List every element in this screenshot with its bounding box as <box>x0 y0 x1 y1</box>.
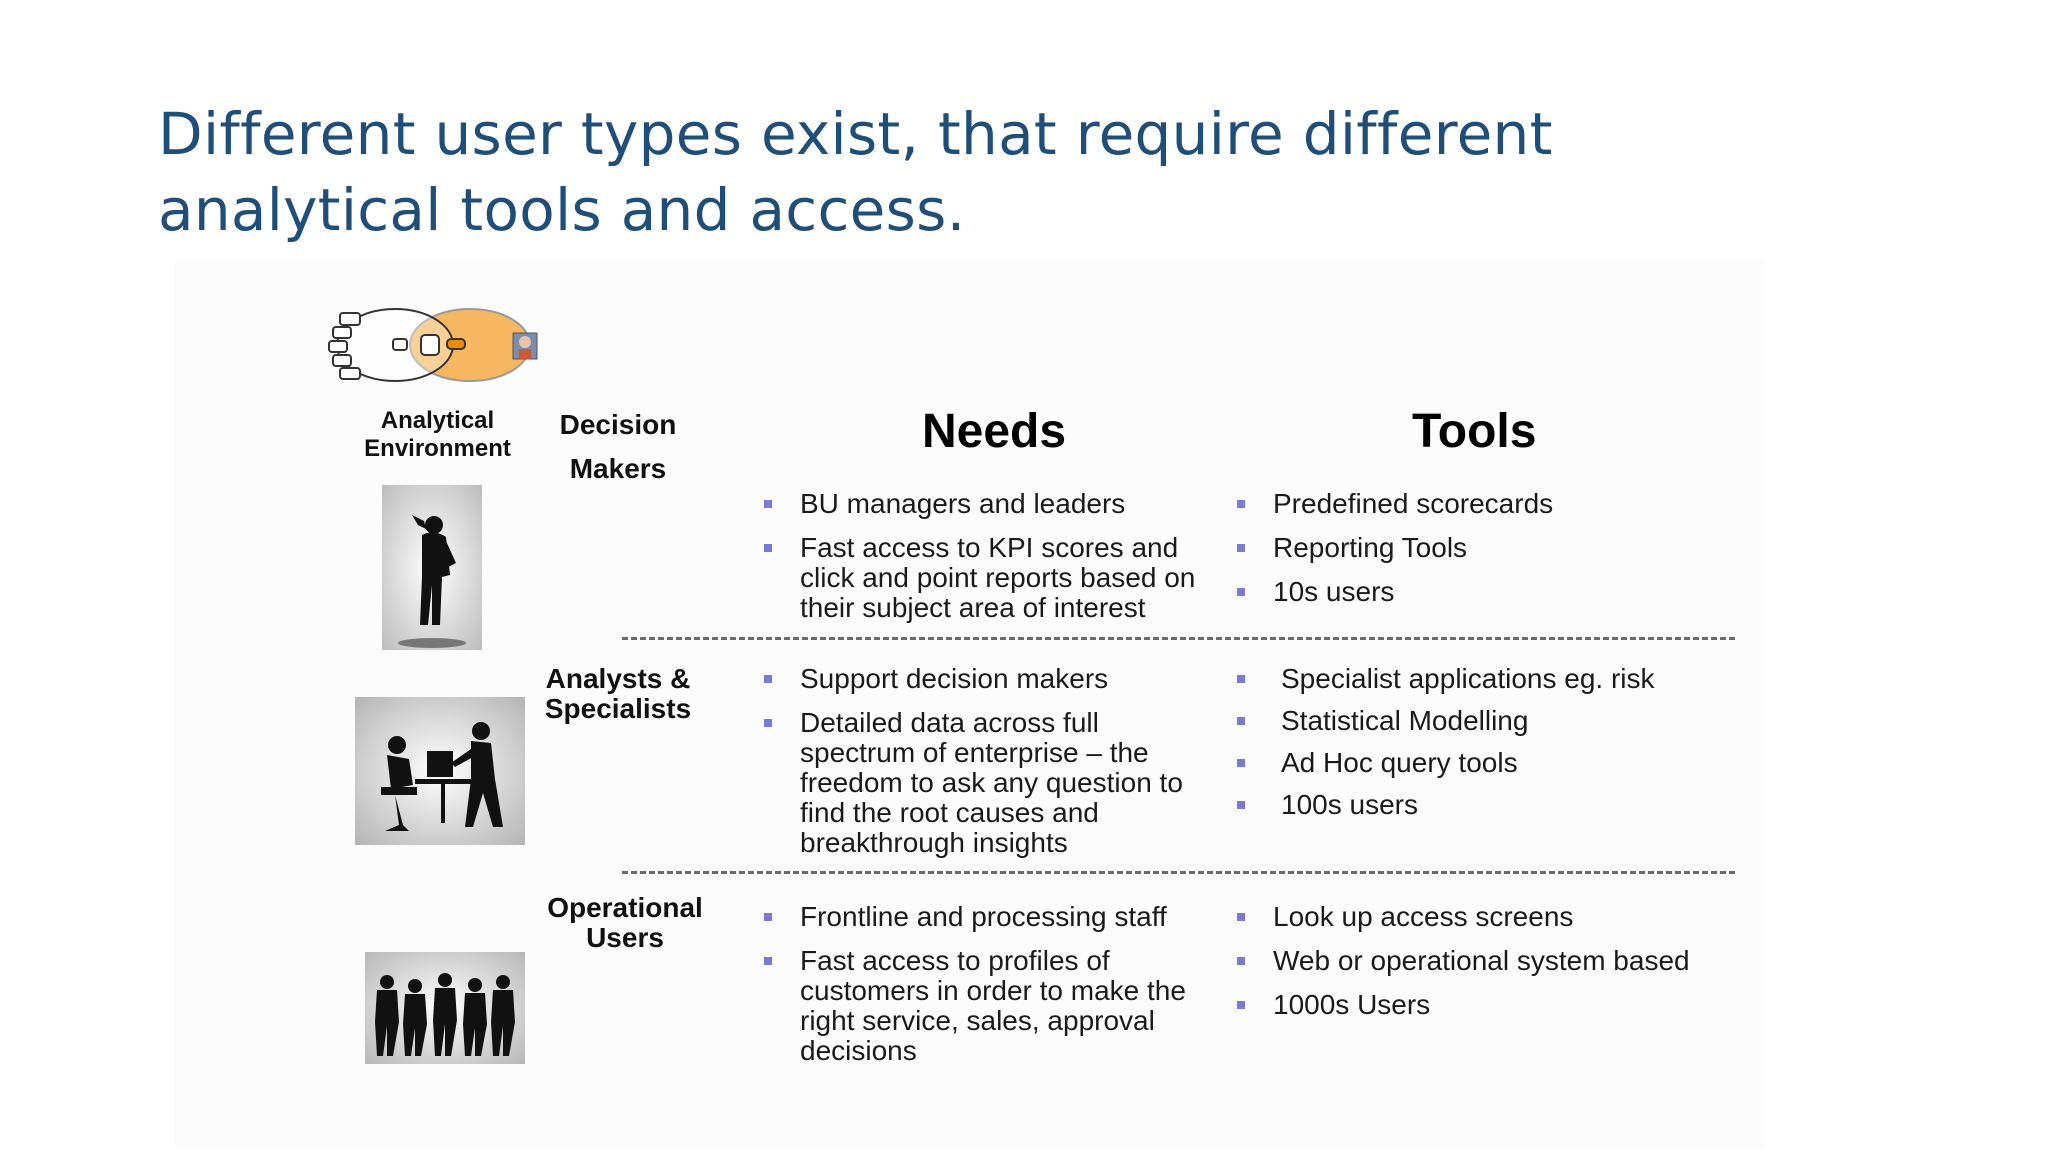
list-item: Predefined scorecards <box>1237 489 1717 519</box>
row-label-analysts-specialists: Analysts & Specialists <box>544 663 692 724</box>
list-item: Specialist applications eg. risk <box>1237 664 1717 694</box>
list-item: Reporting Tools <box>1237 533 1717 563</box>
list-item: Ad Hoc query tools <box>1237 748 1717 778</box>
list-item: 100s users <box>1237 790 1717 820</box>
team-silhouette-icon <box>365 952 525 1064</box>
executive-silhouette-icon <box>382 485 482 650</box>
list-item: Web or operational system based <box>1237 946 1717 976</box>
needs-header: Needs <box>922 405 1067 458</box>
analysts-silhouette-icon <box>355 697 525 845</box>
needs-list-decision-makers: BU managers and leaders Fast access to K… <box>764 489 1214 637</box>
tools-list-analysts-specialists: Specialist applications eg. risk Statist… <box>1237 664 1717 832</box>
analytical-environment-diagram-icon <box>328 308 538 382</box>
list-item: Fast access to profiles of customers in … <box>764 946 1214 1066</box>
list-item: Support decision makers <box>764 664 1214 694</box>
environment-label: Analytical Environment <box>364 407 511 462</box>
tools-header: Tools <box>1412 405 1537 458</box>
needs-list-analysts-specialists: Support decision makers Detailed data ac… <box>764 664 1214 872</box>
row-divider <box>622 871 1735 874</box>
list-item: Frontline and processing staff <box>764 902 1214 932</box>
list-item: Statistical Modelling <box>1237 706 1717 736</box>
tools-list-operational-users: Look up access screens Web or operationa… <box>1237 902 1717 1034</box>
tools-list-decision-makers: Predefined scorecards Reporting Tools 10… <box>1237 489 1717 621</box>
row-label-decision-makers: Decision Makers <box>559 409 677 484</box>
slide-title: Different user types exist, that require… <box>158 100 1553 244</box>
row-divider <box>622 637 1735 640</box>
row-label-operational-users: Operational Users <box>547 892 703 953</box>
list-item: Detailed data across full spectrum of en… <box>764 708 1214 858</box>
list-item: 10s users <box>1237 577 1717 607</box>
list-item: BU managers and leaders <box>764 489 1214 519</box>
list-item: Fast access to KPI scores and click and … <box>764 533 1214 623</box>
needs-list-operational-users: Frontline and processing staff Fast acce… <box>764 902 1214 1080</box>
list-item: 1000s Users <box>1237 990 1717 1020</box>
list-item: Look up access screens <box>1237 902 1717 932</box>
